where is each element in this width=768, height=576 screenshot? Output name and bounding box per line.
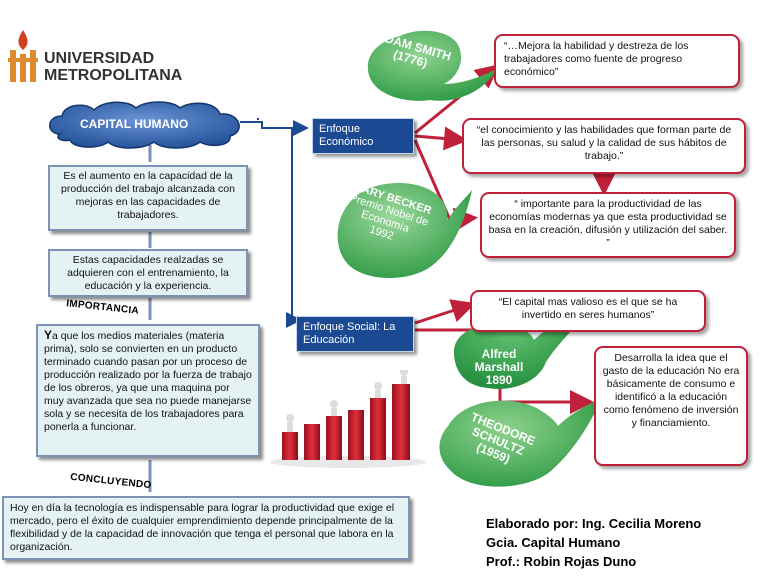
arrow-to-conocimiento-quote	[414, 126, 468, 151]
importancia-text: a que los medios materiales (materia pri…	[44, 330, 252, 433]
university-name-line2: METROPOLITANA	[44, 67, 183, 84]
credit-author: Elaborado por: Ing. Cecilia Moreno	[486, 516, 702, 531]
university-logo-icon	[8, 30, 38, 82]
becker-bubble	[337, 183, 472, 278]
university-name-line1: UNIVERSIDAD	[44, 50, 155, 67]
importancia-first-letter: Y	[44, 328, 53, 342]
smith-bubble	[367, 30, 498, 101]
enfoque-economico-box: Enfoque Económico	[312, 118, 414, 154]
capital-humano-title: CAPITAL HUMANO	[80, 117, 189, 131]
schultz-quote-box: Desarrolla la idea que el gasto de la ed…	[594, 346, 748, 466]
university-name: UNIVERSIDAD METROPOLITANA	[44, 50, 182, 84]
credit-professor: Prof.: Robin Rojas Duno	[486, 554, 637, 569]
marshall-name: Alfred Marshall	[474, 347, 524, 374]
enfoque-social-box: Enfoque Social: La Educación	[296, 316, 414, 352]
smith-quote-box: “…Mejora la habilidad y destreza de los …	[494, 34, 740, 88]
importancia-box: Ya que los medios materiales (materia pr…	[36, 324, 260, 457]
marshall-author: Alfred Marshall 1890	[462, 348, 536, 387]
becker-quote-box: “ importante para la productividad de la…	[480, 192, 736, 258]
growth-bars-illustration	[270, 370, 426, 468]
arrow-to-marshall-quote	[414, 299, 476, 325]
marshall-year: 1890	[485, 373, 513, 387]
schultz-bubble	[439, 398, 602, 487]
conocimiento-quote-box: “el conocimiento y las habilidades que f…	[462, 118, 746, 174]
conclusion-box: Hoy en día la tecnología es indispensabl…	[2, 496, 410, 560]
credit-course: Gcia. Capital Humano	[486, 535, 621, 550]
capital-humano-cloud	[49, 101, 240, 149]
capacidades-box: Estas capacidades realzadas se adquieren…	[48, 249, 248, 297]
definition-box: Es el aumento en la capacidad de la prod…	[48, 165, 248, 231]
marshall-quote-box: “El capital mas valioso es el que se ha …	[470, 290, 706, 332]
arrow-to-enfoque-social	[257, 118, 298, 320]
